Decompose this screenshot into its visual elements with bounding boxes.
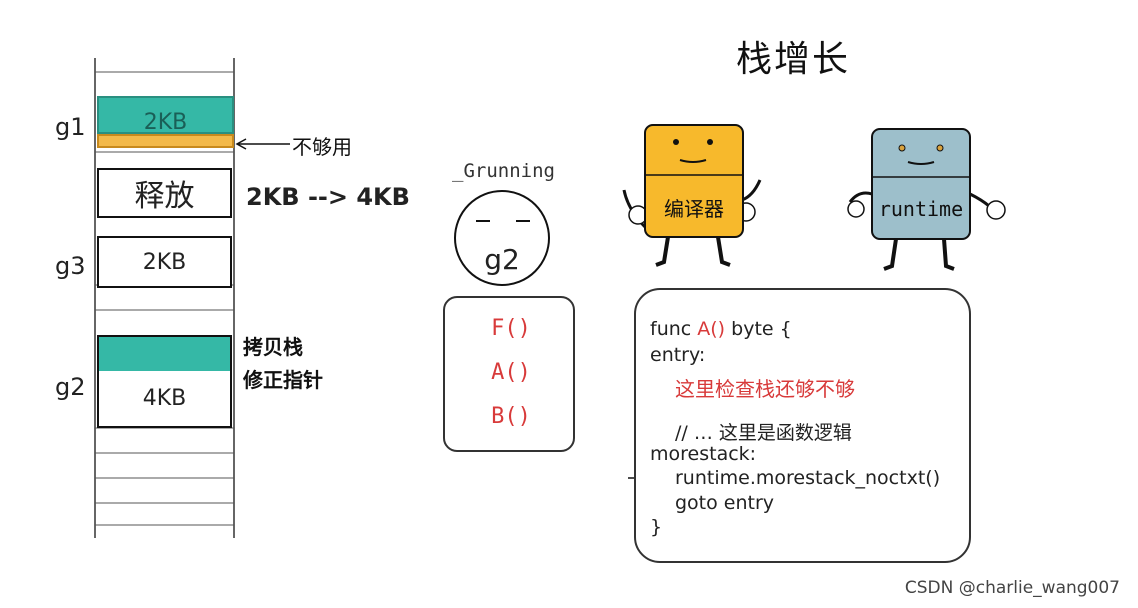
- code-line-close: }: [650, 516, 663, 538]
- g1-block-label: 2KB: [143, 109, 188, 135]
- runtime-character-icon: [847, 128, 1006, 271]
- g1-label: g1: [55, 113, 86, 141]
- runtime-label: runtime: [878, 197, 964, 221]
- g2-label: g2: [55, 373, 86, 401]
- g1-overflow-fill: [97, 134, 234, 148]
- code-line-goto: goto entry: [675, 492, 775, 514]
- code-panel: [634, 288, 971, 563]
- g2-block-label: 4KB: [142, 386, 187, 411]
- frame-b: B(): [491, 404, 531, 429]
- g3-block: 2KB: [97, 236, 232, 288]
- code-line-1: func A() byte {: [650, 318, 792, 340]
- compiler-character-icon: [622, 124, 762, 267]
- code-line-comment: // … 这里是函数逻辑: [675, 422, 852, 444]
- copy-note-line1: 拷贝栈: [243, 335, 303, 359]
- code-func-rest: byte {: [725, 318, 792, 340]
- insufficient-note: 不够用: [292, 135, 352, 159]
- frame-f: F(): [491, 316, 531, 341]
- code-line-morestack: morestack:: [650, 443, 757, 465]
- goroutine-name: g2: [484, 243, 520, 276]
- frame-a: A(): [491, 360, 531, 385]
- goroutine-status: _Grunning: [452, 160, 555, 182]
- watermark: CSDN @charlie_wang007: [904, 578, 1120, 598]
- g2-copied-fill: [99, 337, 230, 371]
- goroutine-face-icon: [454, 190, 550, 286]
- release-block: 释放: [97, 168, 232, 218]
- g1-stack-fill: [97, 96, 234, 134]
- compiler-label: 编译器: [664, 197, 724, 221]
- goroutine-frames-panel: F() A() B(): [443, 296, 575, 452]
- code-line-check: 这里检查栈还够不够: [675, 377, 855, 401]
- g2-block: 4KB: [97, 335, 232, 428]
- grow-note: 2KB --> 4KB: [246, 183, 410, 211]
- code-func-name: A(): [697, 318, 726, 340]
- copy-note-line2: 修正指针: [243, 368, 323, 392]
- code-line-call: runtime.morestack_noctxt(): [675, 467, 941, 489]
- g3-label: g3: [55, 252, 86, 280]
- code-line-entry: entry:: [650, 344, 706, 366]
- code-func-keyword: func: [650, 318, 698, 340]
- page-title: 栈增长: [736, 39, 851, 80]
